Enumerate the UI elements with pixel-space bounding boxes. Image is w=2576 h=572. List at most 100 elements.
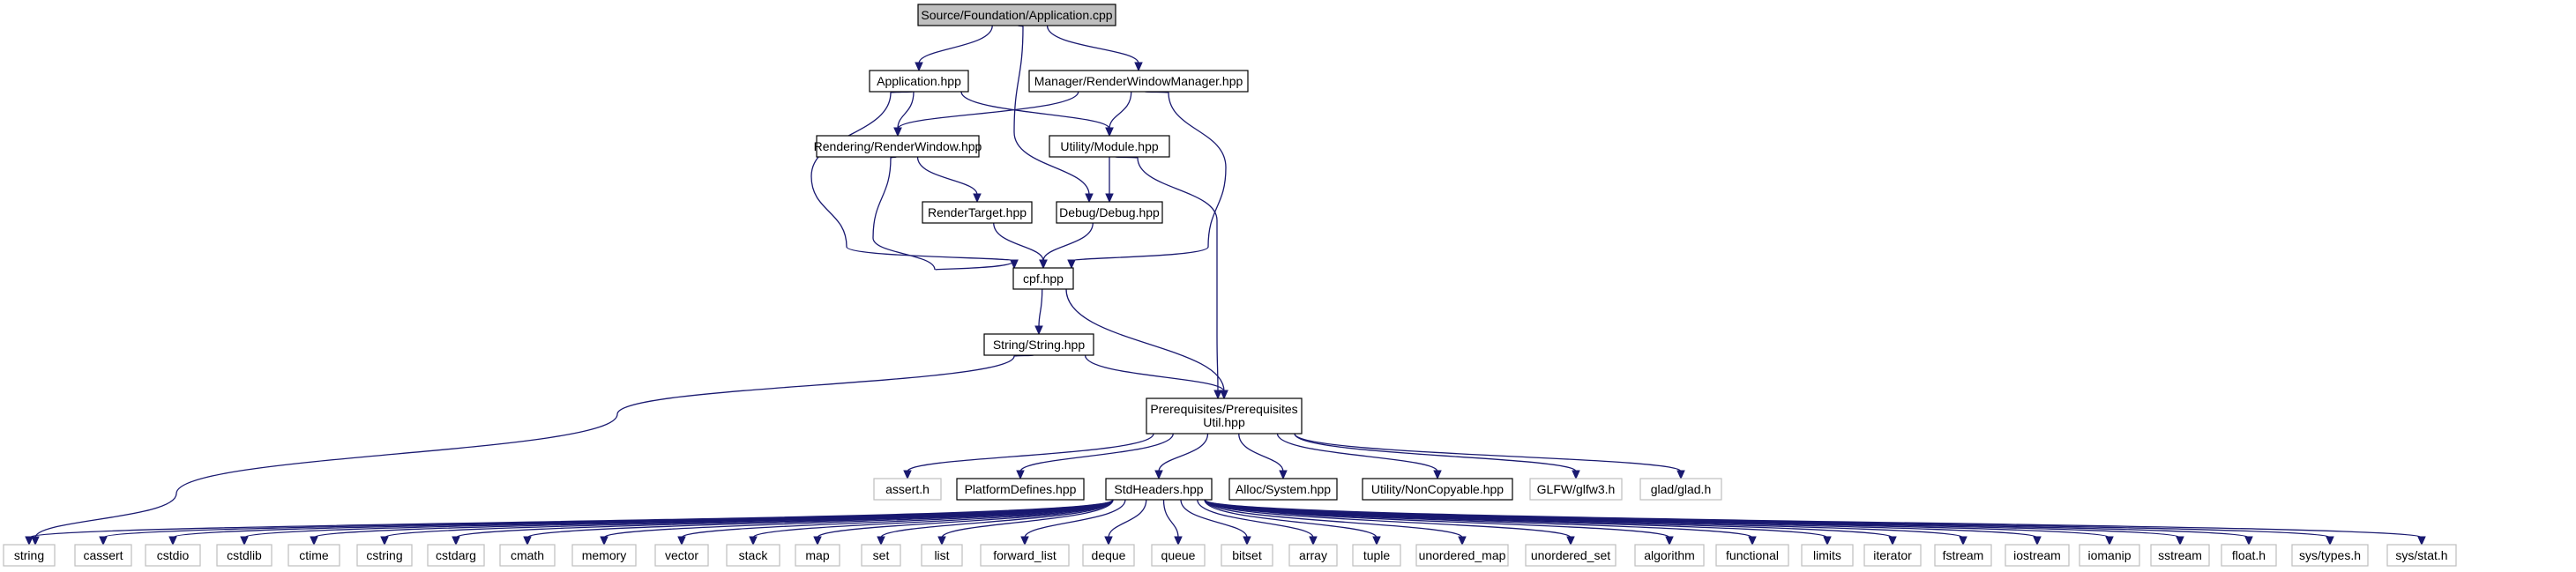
- node-noncopy-hpp[interactable]: Utility/NonCopyable.hpp: [1362, 478, 1513, 501]
- node-s-sys-types: sys/types.h: [2291, 544, 2369, 567]
- node-label: Source/Foundation/Application.cpp: [921, 8, 1112, 22]
- node-label: cstdarg: [436, 548, 476, 562]
- node-platform-hpp[interactable]: PlatformDefines.hpp: [956, 478, 1085, 501]
- node-label: iostream: [2013, 548, 2061, 562]
- edge-arrowhead: [877, 536, 885, 546]
- node-stdheaders-hpp[interactable]: StdHeaders.hpp: [1105, 478, 1213, 501]
- edge-arrowhead: [1676, 470, 1685, 480]
- node-box: [795, 544, 840, 567]
- edge-rwm_hpp-to-module_hpp: [1105, 91, 1132, 137]
- node-s-algorithm: algorithm: [1634, 544, 1705, 567]
- node-label: vector: [665, 548, 698, 562]
- node-cpf-hpp[interactable]: cpf.hpp: [1012, 267, 1074, 290]
- node-label: assert.h: [885, 482, 930, 496]
- node-rt-hpp[interactable]: RenderTarget.hpp: [922, 201, 1033, 224]
- node-s-unordered-map: unordered_map: [1415, 544, 1509, 567]
- node-app-cpp: Source/Foundation/Application.cpp: [917, 4, 1116, 26]
- edge-arrowhead: [1039, 259, 1048, 270]
- node-s-iterator: iterator: [1863, 544, 1922, 567]
- node-box: [499, 544, 556, 567]
- node-label: String/String.hpp: [993, 338, 1085, 352]
- node-s-forward-list: forward_list: [980, 544, 1070, 567]
- node-string-hpp[interactable]: String/String.hpp: [983, 333, 1094, 356]
- node-s-deque: deque: [1082, 544, 1135, 567]
- edge-line: [907, 433, 1154, 472]
- edge-arrowhead: [600, 536, 609, 546]
- edge-line: [918, 25, 993, 64]
- node-box: [873, 478, 942, 501]
- node-s-tuple: tuple: [1352, 544, 1401, 567]
- edge-line: [1109, 91, 1132, 130]
- edge-rwm_hpp-to-rw_hpp: [893, 91, 1079, 137]
- edge-line: [1046, 25, 1139, 64]
- node-s-stack: stack: [726, 544, 780, 567]
- node-label: memory: [582, 548, 627, 562]
- node-app-hpp[interactable]: Application.hpp: [869, 70, 969, 93]
- node-glfw-h: GLFW/glfw3.h: [1529, 478, 1623, 501]
- edge-stdheaders_hpp-to-s_queue: [1162, 499, 1183, 546]
- node-assert-h: assert.h: [873, 478, 942, 501]
- node-s-cstdlib: cstdlib: [216, 544, 273, 567]
- edge-arrowhead: [1085, 193, 1094, 204]
- edge-stdheaders_hpp-to-s_unordered_map: [1204, 499, 1467, 546]
- node-s-functional: functional: [1715, 544, 1789, 567]
- edge-stdheaders_hpp-to-s_algorithm: [1204, 499, 1674, 546]
- edge-arrowhead: [893, 127, 902, 137]
- node-s-unordered-set: unordered_set: [1525, 544, 1617, 567]
- edge-arrowhead: [310, 536, 318, 546]
- edge-arrowhead: [1748, 536, 1757, 546]
- edge-stdheaders_hpp-to-s_memory: [600, 499, 1114, 546]
- edge-line: [1197, 499, 1314, 539]
- edge-arrowhead: [1220, 390, 1228, 400]
- node-box: [1056, 201, 1163, 224]
- node-label: iomanip: [2087, 548, 2131, 562]
- edge-line: [1204, 499, 1463, 539]
- edge-arrowhead: [813, 536, 822, 546]
- edge-stdheaders_hpp-to-s_forward_list: [1020, 499, 1126, 546]
- edge-rw_hpp-to-rt_hpp: [916, 156, 982, 204]
- edge-arrowhead: [2033, 536, 2042, 546]
- edge-arrowhead: [452, 536, 460, 546]
- node-label: stack: [739, 548, 769, 562]
- edge-module_hpp-to-prereq_hpp: [1114, 156, 1222, 400]
- node-label: sstream: [2158, 548, 2202, 562]
- node-module-hpp[interactable]: Utility/Module.hpp: [1049, 135, 1170, 158]
- edge-arrowhead: [1959, 536, 1967, 546]
- node-box: [654, 544, 709, 567]
- edge-arrowhead: [973, 193, 982, 204]
- node-s-float-h: float.h: [2221, 544, 2277, 567]
- node-label: Alloc/System.hpp: [1236, 482, 1331, 496]
- node-alloc-hpp[interactable]: Alloc/System.hpp: [1228, 478, 1338, 501]
- node-s-cassert: cassert: [74, 544, 132, 567]
- node-label: list: [934, 548, 949, 562]
- edge-arrowhead: [915, 62, 923, 72]
- node-rwm-hpp[interactable]: Manager/RenderWindowManager.hpp: [1028, 70, 1249, 93]
- node-box: [1151, 544, 1206, 567]
- node-label: cstring: [366, 548, 402, 562]
- node-box: [287, 544, 340, 567]
- node-box: [1146, 397, 1303, 435]
- node-box: [571, 544, 637, 567]
- node-label: sys/stat.h: [2395, 548, 2447, 562]
- node-label: limits: [1813, 548, 1841, 562]
- edge-app_cpp-to-app_hpp: [915, 25, 993, 72]
- edge-arrowhead: [1134, 62, 1143, 72]
- edge-arrowhead: [2176, 536, 2184, 546]
- edge-arrowhead: [1888, 536, 1897, 546]
- node-box: [3, 544, 56, 567]
- edge-prereq_hpp-to-glfw_h: [1294, 433, 1580, 480]
- node-box: [1049, 135, 1170, 158]
- edge-string_hpp-to-prereq_hpp: [1084, 354, 1228, 400]
- node-box: [427, 544, 485, 567]
- node-rw-hpp[interactable]: Rendering/RenderWindow.hpp: [814, 135, 982, 158]
- edge-stdheaders_hpp-to-s_stack: [749, 499, 1114, 546]
- node-debug-hpp[interactable]: Debug/Debug.hpp: [1056, 201, 1163, 224]
- node-box: [1352, 544, 1401, 567]
- edge-debug_hpp-to-cpf_hpp: [1039, 222, 1094, 270]
- node-label: cmath: [511, 548, 544, 562]
- node-box: [1228, 478, 1338, 501]
- node-label: array: [1299, 548, 1327, 562]
- edge-arrowhead: [1174, 536, 1183, 546]
- node-box: [869, 70, 969, 93]
